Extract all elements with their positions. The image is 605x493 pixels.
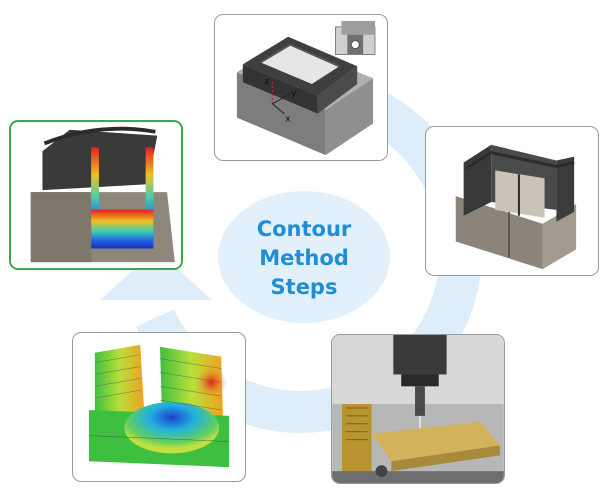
axis-z-label: z (265, 77, 270, 87)
center-title: Contour Method Steps (220, 196, 388, 320)
edm-cutting-image (332, 335, 504, 483)
axis-x-label: x (285, 115, 290, 125)
printed-part-image: z y x (236, 20, 376, 156)
step-card-edm-cutting (331, 334, 505, 484)
step-card-print: z y x (214, 14, 388, 161)
cut-part-image (455, 144, 577, 270)
center-line-2: Method (259, 245, 349, 270)
center-line-3: Steps (270, 274, 338, 299)
fe-model-image (88, 344, 230, 468)
step-card-fe-model (72, 332, 246, 482)
step-card-stress-map (9, 120, 183, 270)
stress-map-image (30, 126, 175, 263)
axis-y-label: y (291, 89, 296, 99)
center-line-1: Contour (256, 216, 352, 241)
step-card-cut-part (425, 126, 599, 276)
cycle-arrowhead (100, 250, 212, 300)
orientation-cube-icon (335, 20, 376, 55)
center-disc (218, 191, 390, 323)
